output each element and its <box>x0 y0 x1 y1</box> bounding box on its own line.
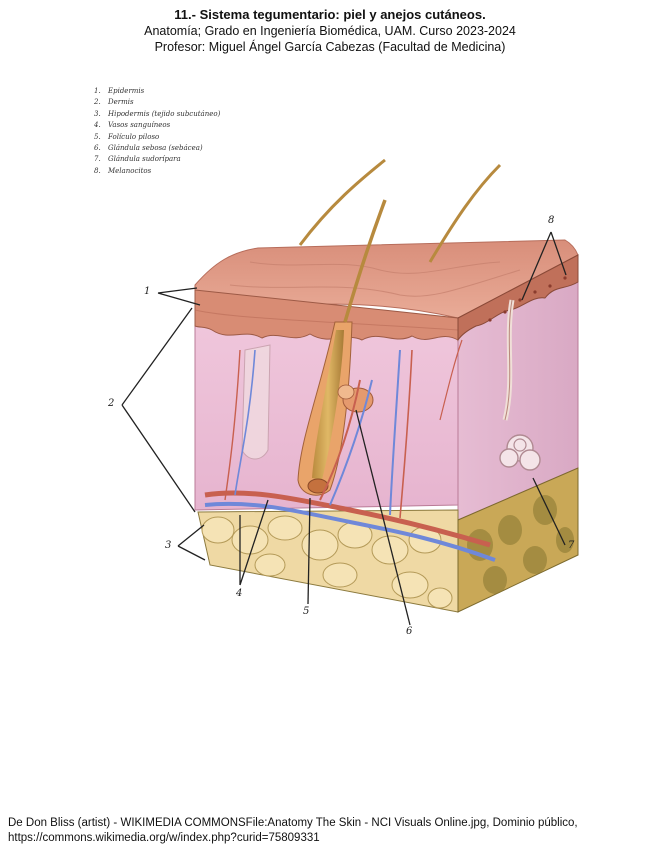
callout-3: 3 <box>165 540 171 551</box>
callout-4: 4 <box>236 588 242 599</box>
callout-8: 8 <box>548 215 554 226</box>
callout-5: 5 <box>303 606 309 617</box>
callout-1: 1 <box>144 286 150 297</box>
credit-line: De Don Bliss (artist) - WIKIMEDIA COMMON… <box>8 816 658 831</box>
callout-7: 7 <box>568 540 574 551</box>
credit-url: https://commons.wikimedia.org/w/index.ph… <box>8 831 658 846</box>
callout-2: 2 <box>108 398 114 409</box>
image-credit: De Don Bliss (artist) - WIKIMEDIA COMMON… <box>8 816 658 846</box>
callout-6: 6 <box>406 626 412 637</box>
